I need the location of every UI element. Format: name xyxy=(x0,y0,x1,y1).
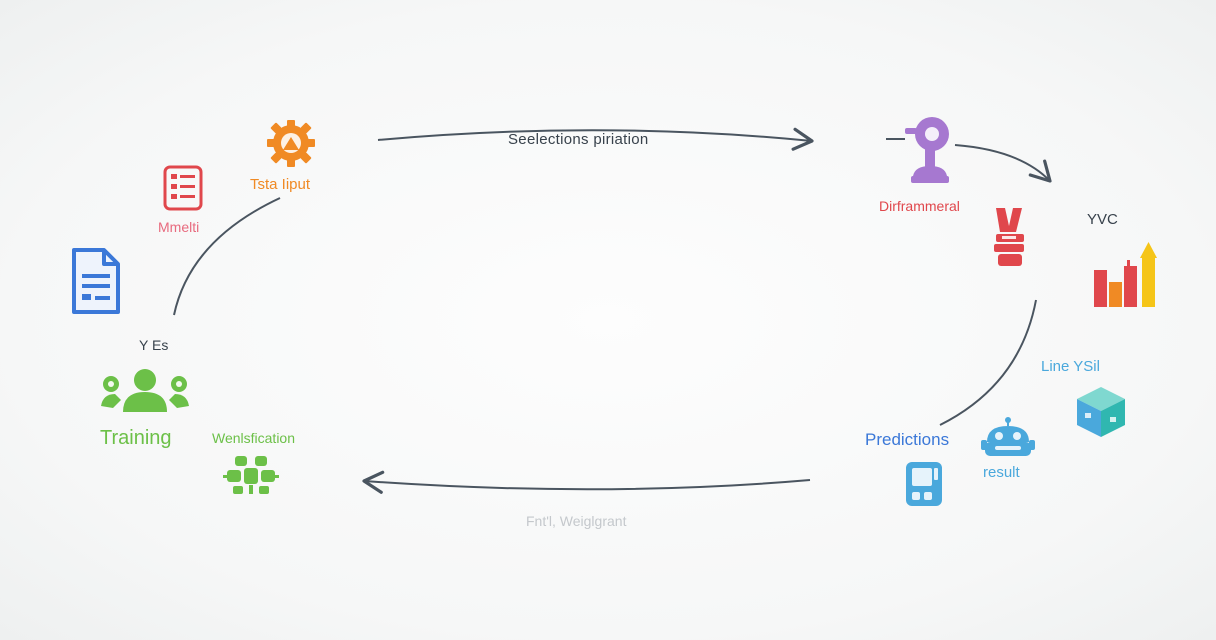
models-label: Mmelti xyxy=(158,219,200,235)
document-icon xyxy=(72,248,120,314)
hand-gesture-icon xyxy=(994,208,1024,266)
data-input-label: Tsta Iiput xyxy=(250,176,311,193)
top-arrow-label: Seelections piriation xyxy=(508,131,649,148)
predictions-label: Predictions xyxy=(865,430,950,449)
device-icon xyxy=(906,462,942,506)
network-nodes-icon xyxy=(223,456,279,494)
metric-label: YVC xyxy=(1087,211,1118,228)
right-top-arrow xyxy=(954,144,1052,183)
gear-settings-icon xyxy=(267,120,315,167)
result-label: result xyxy=(983,464,1020,481)
users-group-icon xyxy=(101,369,189,412)
bar-chart-icon xyxy=(1094,242,1157,307)
yes-label: Y Es xyxy=(139,337,169,353)
robot-icon xyxy=(981,417,1035,456)
validation-label: Wenlsfication xyxy=(212,430,296,446)
left-curve xyxy=(173,197,281,316)
differential-label: Dirframmeral xyxy=(879,198,960,214)
cube-icon xyxy=(1077,387,1125,437)
server-panel-icon xyxy=(163,165,203,211)
right-curve xyxy=(939,299,1037,426)
top-arrow xyxy=(377,127,814,151)
line-sil-label: Line YSil xyxy=(1041,358,1100,375)
bottom-arrow xyxy=(362,470,811,494)
microscope-icon xyxy=(905,117,949,183)
bottom-arrow-label: Fnt'l, Weiglgrant xyxy=(526,513,627,529)
training-label: Training xyxy=(100,427,172,449)
